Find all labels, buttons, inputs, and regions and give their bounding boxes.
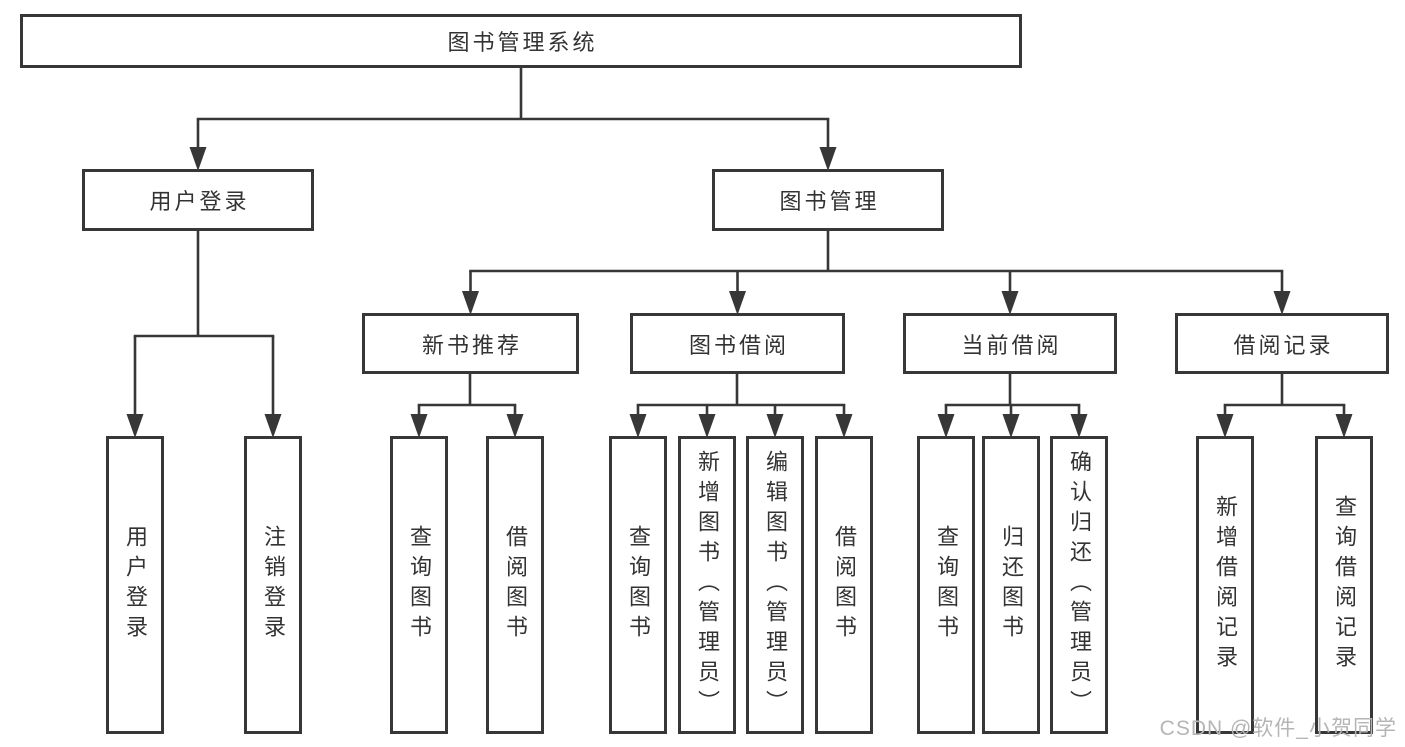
leaf-borrow-books-recommend: 借阅图书 [486, 436, 544, 734]
leaf-return-books: 归还图书 [982, 436, 1040, 734]
leaf-user-login: 用户登录 [106, 436, 164, 734]
leaf-add-borrow-record: 新增借阅记录 [1196, 436, 1254, 734]
node-current-borrow: 当前借阅 [903, 313, 1117, 374]
watermark: CSDN @软件_小贺同学 [1159, 717, 1397, 740]
leaf-query-borrow-record: 查询借阅记录 [1315, 436, 1373, 734]
leaf-add-book-admin: 新增图书（管理员） [678, 436, 736, 734]
leaf-borrow-books: 借阅图书 [815, 436, 873, 734]
node-new-book-recommend: 新书推荐 [362, 313, 579, 374]
leaf-confirm-return-admin: 确认归还（管理员） [1050, 436, 1108, 734]
node-root: 图书管理系统 [20, 14, 1022, 68]
leaf-edit-book-admin: 编辑图书（管理员） [746, 436, 804, 734]
leaf-query-books-borrow: 查询图书 [609, 436, 667, 734]
node-user-login: 用户登录 [82, 169, 314, 231]
node-book-management: 图书管理 [712, 169, 944, 231]
node-borrow-records: 借阅记录 [1175, 313, 1389, 374]
node-book-borrow: 图书借阅 [630, 313, 845, 374]
leaf-query-books-current: 查询图书 [917, 436, 975, 734]
leaf-logout: 注销登录 [244, 436, 302, 734]
leaf-query-books-recommend: 查询图书 [390, 436, 448, 734]
